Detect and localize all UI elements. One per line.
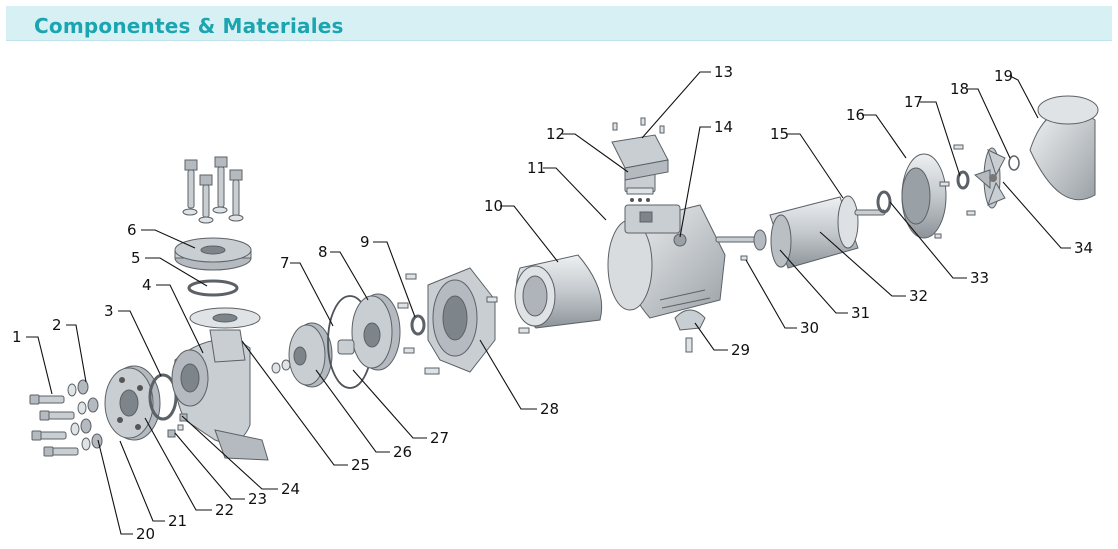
leader-lines (26, 71, 1071, 535)
outlet-flange (174, 237, 252, 271)
page-title: Componentes & Materiales (34, 14, 344, 38)
callout-23: 23 (248, 490, 267, 508)
callout-19: 19 (994, 67, 1013, 85)
callout-8: 8 (318, 243, 328, 261)
callout-12: 12 (546, 125, 565, 143)
callout-34: 34 (1074, 239, 1093, 257)
inlet-flange (104, 365, 161, 441)
callout-7: 7 (280, 254, 290, 272)
callout-16: 16 (846, 106, 865, 124)
callout-27: 27 (430, 429, 449, 447)
mech-seal-ring (397, 273, 426, 354)
motor-end-shield (514, 254, 603, 329)
callout-18: 18 (950, 80, 969, 98)
fan-cover (1029, 95, 1099, 201)
callout-13: 13 (714, 63, 733, 81)
callout-32: 32 (909, 287, 928, 305)
callout-33: 33 (970, 269, 989, 287)
fan (966, 147, 1006, 216)
title-bar: Componentes & Materiales (6, 6, 1112, 41)
bolt-part-1 (29, 394, 79, 457)
callout-17: 17 (904, 93, 923, 111)
callout-25: 25 (351, 456, 370, 474)
callout-6: 6 (127, 221, 137, 239)
rear-end-shield (901, 144, 964, 239)
callout-14: 14 (714, 118, 733, 136)
seal-cover (337, 293, 401, 371)
callout-24: 24 (281, 480, 300, 498)
callout-21: 21 (168, 512, 187, 530)
callout-26: 26 (393, 443, 412, 461)
callout-20: 20 (136, 525, 155, 543)
impeller (271, 322, 333, 388)
callout-28: 28 (540, 400, 559, 418)
bracket (424, 267, 530, 375)
callout-15: 15 (770, 125, 789, 143)
callout-31: 31 (851, 304, 870, 322)
pump-casing (171, 307, 269, 461)
callout-3: 3 (104, 302, 114, 320)
callout-4: 4 (142, 276, 152, 294)
callout-1: 1 (12, 328, 22, 346)
bearing-ring (876, 190, 892, 214)
callout-5: 5 (131, 249, 141, 267)
callout-29: 29 (731, 341, 750, 359)
snap-ring (1008, 155, 1020, 171)
callout-30: 30 (800, 319, 819, 337)
callout-22: 22 (215, 501, 234, 519)
outlet-gasket (187, 279, 239, 297)
bolts-left (29, 379, 103, 457)
callout-10: 10 (484, 197, 503, 215)
terminal-box-lid (611, 117, 669, 181)
outlet-bolts (182, 156, 244, 224)
motor-housing (607, 204, 726, 319)
callout-labels: 1 2 3 4 5 6 7 8 9 10 11 12 13 14 15 16 1… (12, 63, 1093, 543)
shaft-rotor (715, 195, 886, 269)
wave-washer (956, 170, 970, 190)
callout-11: 11 (527, 159, 546, 177)
gasket-ring (148, 373, 178, 421)
foot-and-bolt (674, 309, 706, 353)
callout-9: 9 (360, 233, 370, 251)
callout-2: 2 (52, 316, 62, 334)
